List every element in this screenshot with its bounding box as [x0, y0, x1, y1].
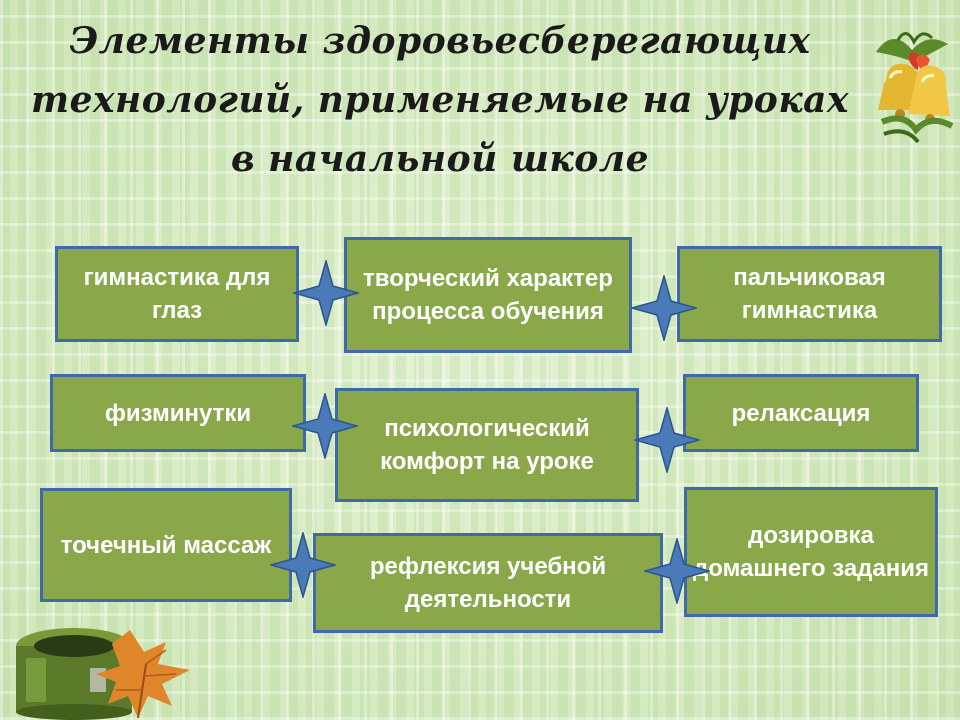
connector-arrow-acupressure-reflection: [270, 532, 336, 598]
title-line-3: в начальной школе: [230, 138, 650, 180]
box-physical-breaks-label: физминутки: [104, 399, 252, 427]
box-homework-dosage: дозировка домашнего задания: [684, 487, 938, 617]
box-relaxation: релаксация: [683, 374, 919, 452]
box-acupressure-label: точечный массаж: [60, 531, 272, 559]
box-eye-gymnastics: гимнастика для глаз: [55, 246, 299, 342]
box-finger-gymnastics-label: пальчиковая гимнастика: [733, 264, 886, 324]
connector-arrow-eye-creative: [293, 260, 359, 326]
title-line-2: технологий, применяемые на уроках: [31, 79, 849, 121]
box-psychological-comfort-label: психологический комфорт на уроке: [380, 415, 594, 475]
bells-with-ribbon-icon: [876, 32, 954, 144]
box-eye-gymnastics-label: гимнастика для глаз: [83, 264, 271, 324]
box-physical-breaks: физминутки: [50, 374, 306, 452]
slide-title: Элементы здоровьесберегающих технологий,…: [20, 12, 860, 189]
box-creative-character: творческий характер процесса обучения: [344, 237, 632, 353]
box-psychological-comfort: психологический комфорт на уроке: [335, 388, 639, 502]
title-line-1: Элементы здоровьесберегающих: [69, 20, 811, 62]
connector-arrow-creative-finger: [631, 275, 697, 341]
box-creative-character-label: творческий характер процесса обучения: [363, 265, 613, 325]
connector-arrow-comfort-relaxation: [634, 407, 700, 473]
box-reflection: рефлексия учебной деятельности: [313, 533, 663, 633]
box-relaxation-label: релаксация: [731, 399, 871, 427]
inkwell-with-autumn-leaf-icon: [16, 628, 190, 720]
connector-arrow-breaks-comfort: [292, 393, 358, 459]
box-homework-dosage-label: дозировка домашнего задания: [693, 522, 930, 582]
box-reflection-label: рефлексия учебной деятельности: [369, 553, 607, 613]
box-acupressure: точечный массаж: [40, 488, 292, 602]
connector-arrow-reflection-homework: [644, 538, 710, 604]
box-finger-gymnastics: пальчиковая гимнастика: [677, 246, 942, 342]
